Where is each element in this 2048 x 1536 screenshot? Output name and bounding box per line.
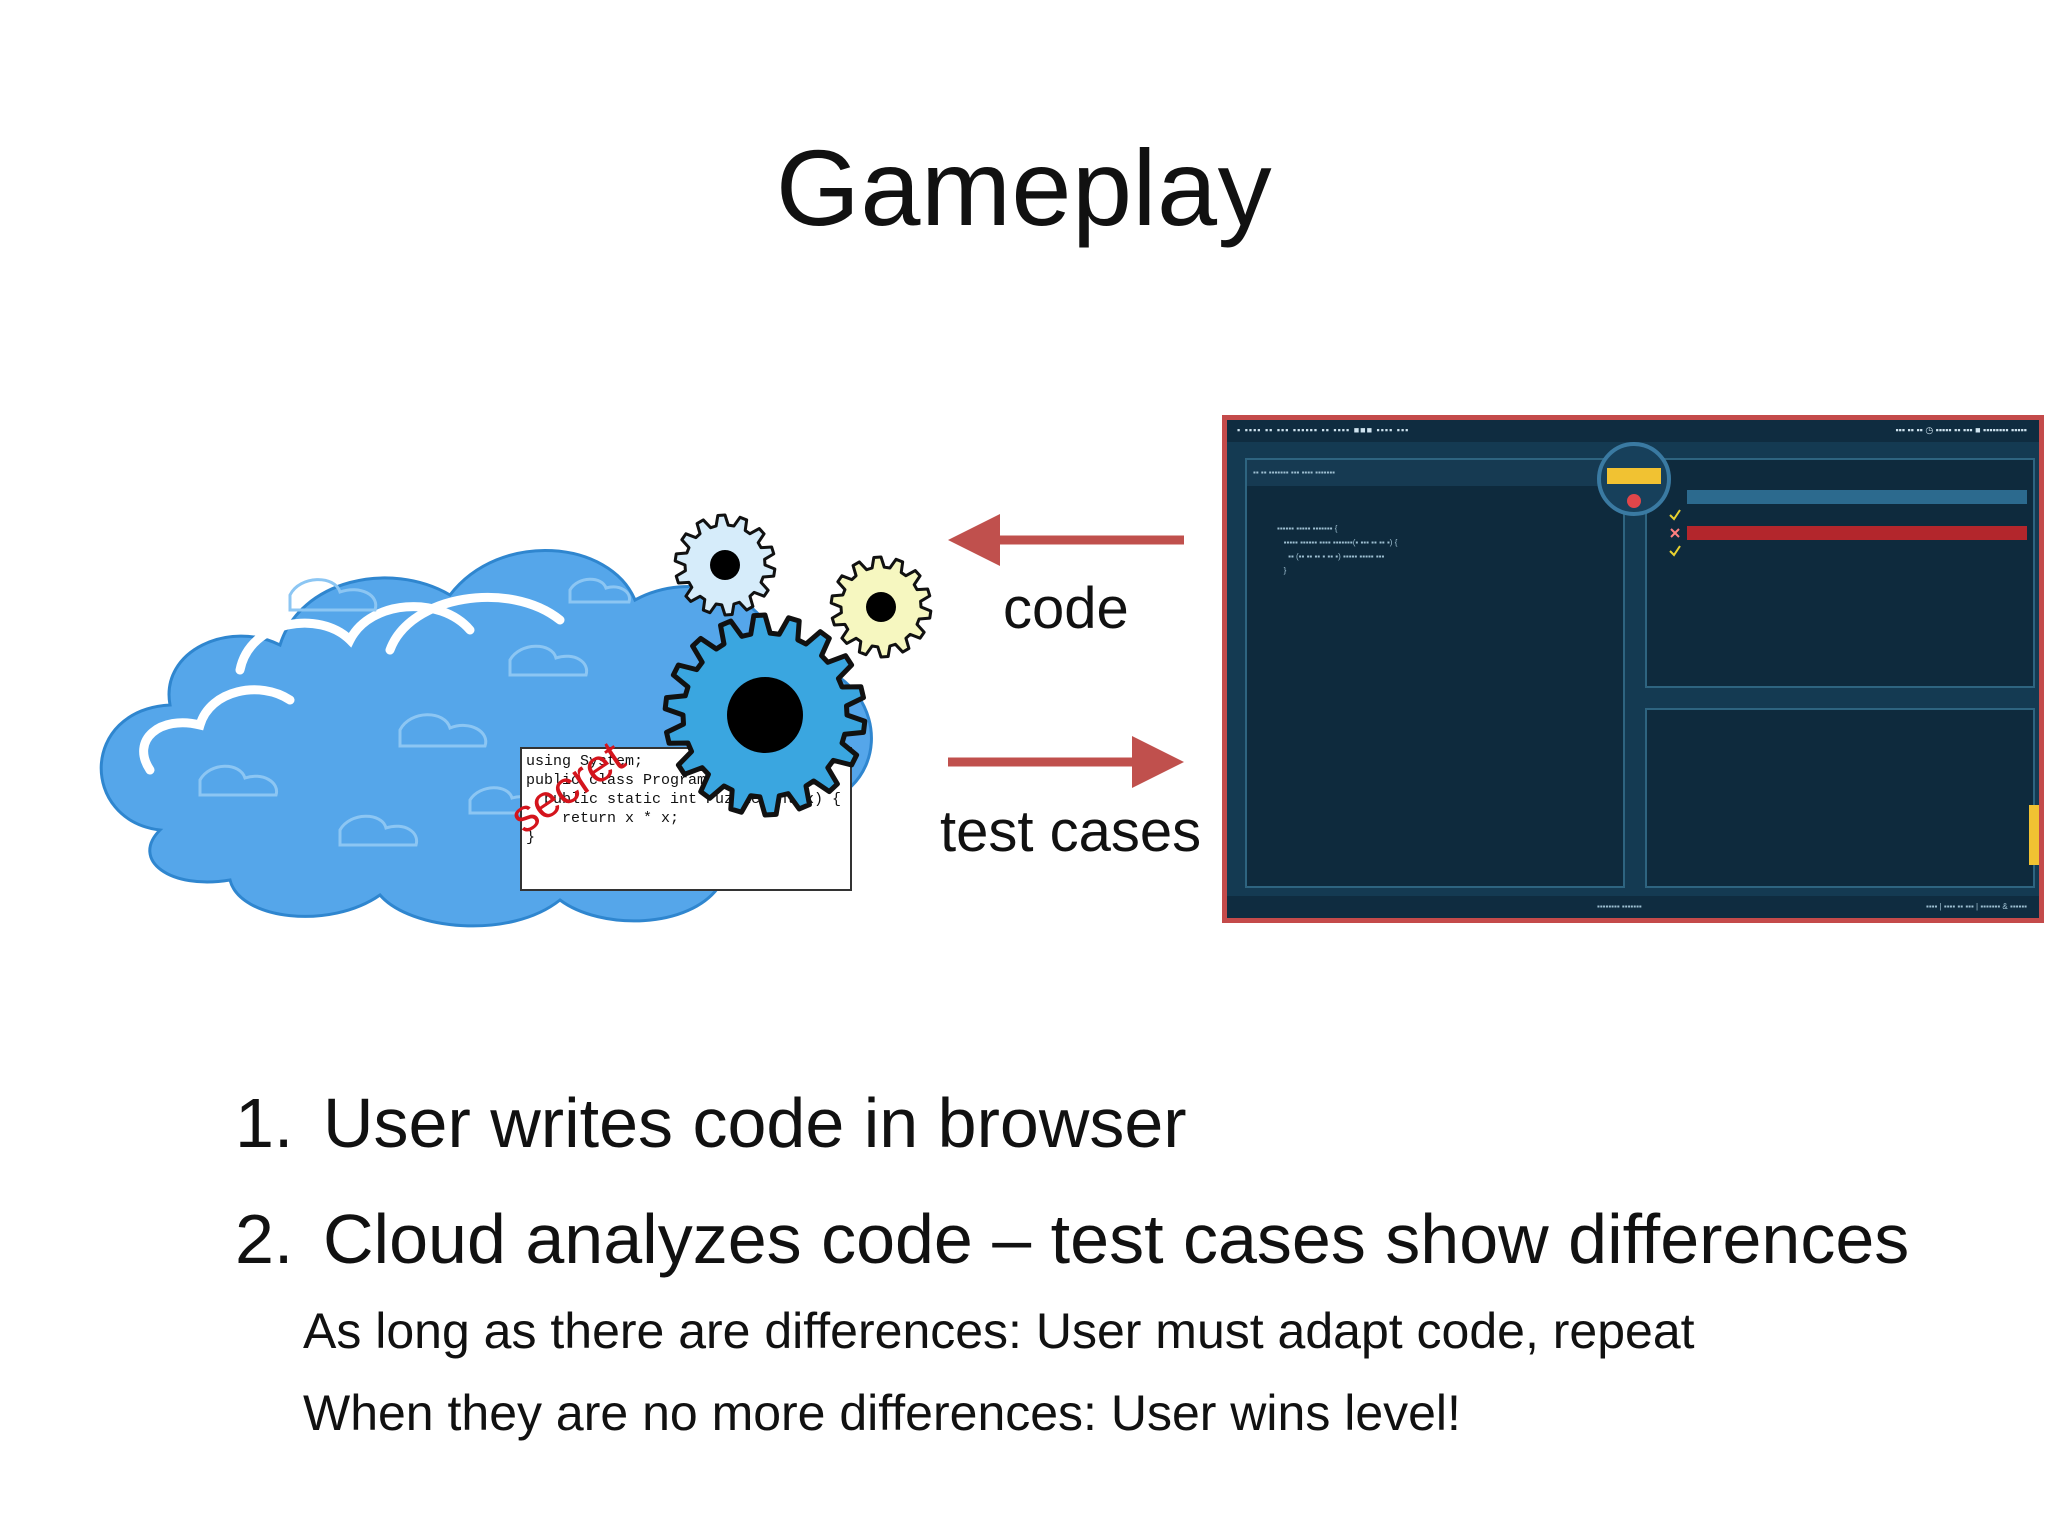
game-screenshot: ▪ ▪▪▪▪ ▪▪ ▪▪▪ ▪▪▪▪▪▪ ▪▪ ▪▪▪▪ ■■■ ▪▪▪▪ ▪▪… [1222,415,2044,923]
code-label: code [1003,576,1129,641]
screenshot-topbar-right: ▪▪▪ ▪▪ ▪▪ ◷ ▪▪▪▪▪ ▪▪ ▪▪▪ ■ ▪▪▪▪▪▪▪▪ ▪▪▪▪… [1895,425,2027,435]
screenshot-badge-dot [1627,494,1641,508]
screenshot-footer-text: ▪▪▪▪▪▪▪▪ ▪▪▪▪▪▪▪ [1597,902,1642,911]
screenshot-badge-label [1607,468,1661,484]
screenshot-code-line: ▪▪ (▪▪ ▪▪ ▪▪ ▪ ▪▪ ▪) ▪▪▪▪▪ ▪▪▪▪▪ ▪▪▪ [1277,552,1385,561]
screenshot-editor-header: ▪▪ ▪▪ ▪▪▪▪▪▪▪ ▪▪▪ ▪▪▪▪ ▪▪▪▪▪▪▪ [1247,460,1623,486]
step-number: 2. [235,1200,294,1278]
note-item: When they are no more differences: User … [303,1385,1461,1441]
screenshot-side-tab [2029,805,2039,865]
step-number: 1. [235,1084,294,1162]
screenshot-topbar-text: ▪ ▪▪▪▪ ▪▪ ▪▪▪ ▪▪▪▪▪▪ ▪▪ ▪▪▪▪ ■■■ ▪▪▪▪ ▪▪… [1237,425,1410,435]
note-item: As long as there are differences: User m… [303,1303,1695,1359]
screenshot-result-row [1669,508,2027,522]
steps-list: 1. User writes code in browser 2. Cloud an… [235,1065,1909,1297]
code-line: using System; [526,753,644,770]
step-item: 2. Cloud analyzes code – test cases show … [235,1181,1909,1297]
screenshot-code-line: ▪▪▪▪▪▪ ▪▪▪▪▪ ▪▪▪▪▪▪▪ { [1277,524,1338,533]
large-gear-icon [662,612,868,818]
small-gear-icon [673,513,777,617]
step-text: User writes code in browser [323,1084,1187,1162]
screenshot-result-row-failed [1670,526,2027,540]
gameplay-diagram: using System; public class Program { pub… [0,380,2048,980]
screenshot-result-row [1669,544,2027,558]
sub-notes: As long as there are differences: User m… [303,1290,1695,1454]
gear-hub [866,592,896,622]
code-line: return x * x; [526,810,680,827]
step-item: 1. User writes code in browser [235,1065,1909,1181]
screenshot-footer-links: ▪▪▪▪ | ▪▪▪▪ ▪▪ ▪▪▪ | ▪▪▪▪▪▪▪ & ▪▪▪▪▪▪ [1925,902,2027,911]
screenshot-topbar: ▪ ▪▪▪▪ ▪▪ ▪▪▪ ▪▪▪▪▪▪ ▪▪ ▪▪▪▪ ■■■ ▪▪▪▪ ▪▪… [1227,420,2039,442]
screenshot-code-editor: ▪▪ ▪▪ ▪▪▪▪▪▪▪ ▪▪▪ ▪▪▪▪ ▪▪▪▪▪▪▪ ▪▪▪▪▪▪ ▪▪… [1245,458,1625,888]
test-cases-label: test cases [940,799,1202,864]
yellow-gear-icon [829,555,933,659]
gear-hub [710,550,740,580]
arrow-right-icon [948,736,1184,788]
step-text: Cloud analyzes code – test cases show di… [323,1200,1910,1278]
screenshot-results-header [1687,490,2027,504]
screenshot-output-panel [1645,708,2035,888]
slide-title: Gameplay [775,127,1273,248]
code-line: } [526,829,536,846]
screenshot-code-line: } [1277,566,1287,575]
screenshot-code-line: ▪▪▪▪▪ ▪▪▪▪▪▪ ▪▪▪▪ ▪▪▪▪▪▪▪(▪ ▪▪▪ ▪▪ ▪▪ ▪)… [1277,538,1398,547]
gear-hub [727,677,803,753]
screenshot-footer: ▪▪▪▪▪▪▪▪ ▪▪▪▪▪▪▪ ▪▪▪▪ | ▪▪▪▪ ▪▪ ▪▪▪ | ▪▪… [1227,896,2039,918]
arrow-left-icon [948,514,1184,566]
screenshot-editor-hint: ▪▪ ▪▪ ▪▪▪▪▪▪▪ ▪▪▪ ▪▪▪▪ ▪▪▪▪▪▪▪ [1253,468,1336,477]
screenshot-level-badge [1597,442,1671,516]
